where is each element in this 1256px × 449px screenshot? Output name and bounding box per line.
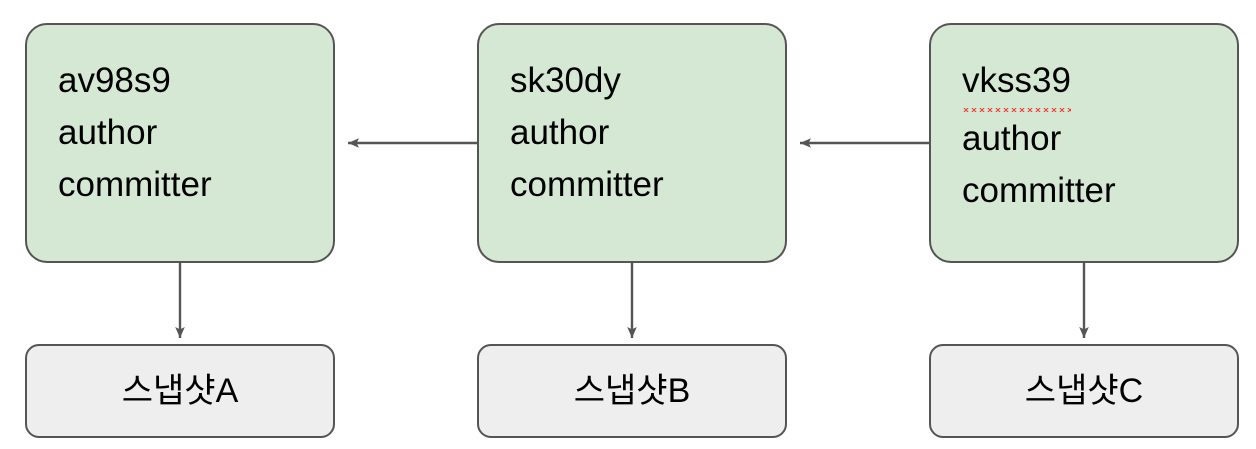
spellcheck-underline: vkss39	[962, 55, 1071, 113]
commit-committer-label: committer	[962, 171, 1116, 210]
commit-committer-label: committer	[58, 165, 212, 204]
commit-hash: sk30dy	[510, 61, 621, 100]
commit-node-vkss39[interactable]: vkss39 author committer	[929, 23, 1239, 263]
snapshot-label: 스냅샷A	[121, 372, 239, 410]
commit-node-av98s9[interactable]: av98s9 author committer	[25, 23, 335, 263]
snapshot-node-b[interactable]: 스냅샷B	[477, 344, 787, 438]
commit-node-sk30dy[interactable]: sk30dy author committer	[477, 23, 787, 263]
snapshot-label: 스냅샷C	[1024, 372, 1144, 410]
commit-author-label: author	[510, 113, 610, 152]
commit-hash: av98s9	[58, 61, 171, 100]
commit-author-label: author	[58, 113, 158, 152]
commit-hash-row: vkss39	[962, 55, 1237, 113]
snapshot-node-a[interactable]: 스냅샷A	[25, 344, 335, 438]
snapshot-node-c[interactable]: 스냅샷C	[929, 344, 1239, 438]
snapshot-label: 스냅샷B	[573, 372, 691, 410]
commit-author-label: author	[962, 119, 1062, 158]
commit-committer-label: committer	[510, 165, 664, 204]
